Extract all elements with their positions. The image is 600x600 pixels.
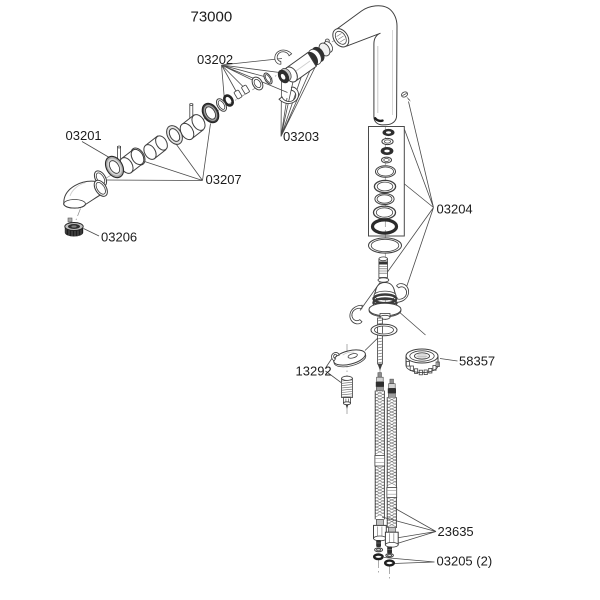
washer	[216, 98, 227, 112]
seal-chain	[93, 72, 273, 187]
supply-hose-right	[384, 378, 399, 548]
aerator-mousseur	[64, 217, 84, 237]
seat-ring	[201, 102, 220, 124]
retaining-clip	[349, 304, 363, 325]
centerlines	[75, 39, 390, 579]
sleeve-with-pin	[179, 103, 206, 141]
part-label-03205: 03205 (2)	[437, 554, 493, 569]
leader-lines	[81, 47, 458, 564]
part-label-03203: 03203	[283, 129, 319, 144]
hose-end-fittings	[372, 540, 396, 567]
spout-pipe	[334, 5, 398, 126]
part-label-03204: 03204	[437, 202, 473, 217]
model-number: 73000	[191, 9, 233, 26]
sleeve	[143, 135, 168, 160]
braided-hose	[387, 397, 397, 528]
ring-seal	[166, 125, 183, 145]
diverter-assembly	[277, 38, 333, 84]
bushing	[233, 89, 243, 100]
oring-stack-box	[368, 126, 405, 254]
part-labels: 73000 03202 03201 03203 03207 03206 0320…	[66, 9, 496, 569]
cartridge-stem	[377, 256, 390, 283]
part-label-13292: 13292	[296, 364, 332, 379]
bushing	[241, 84, 250, 95]
part-label-03202: 03202	[197, 52, 233, 67]
spout-inlet-opening	[332, 28, 350, 48]
oring-stack	[370, 128, 399, 235]
part-label-03201: 03201	[66, 128, 102, 143]
mounting-nut	[405, 348, 440, 376]
spout-assembly	[332, 5, 411, 126]
retaining-clip	[395, 283, 410, 303]
escutcheon-threaded-tube	[341, 375, 353, 409]
base-o-ring	[370, 323, 398, 337]
cartridge	[368, 281, 402, 320]
retaining-clip	[278, 86, 299, 104]
part-label-58357: 58357	[459, 354, 495, 369]
part-label-03207: 03207	[206, 172, 242, 187]
large-o-ring	[368, 237, 402, 254]
bearing-ring	[104, 155, 125, 179]
braided-hose	[375, 390, 385, 518]
retaining-clip	[274, 49, 293, 65]
part-label-03206: 03206	[101, 230, 137, 245]
escutcheon-plate	[331, 349, 367, 368]
part-label-23635: 23635	[438, 524, 474, 539]
ring-seal	[251, 76, 264, 91]
o-ring	[223, 94, 234, 107]
diverter-o-ring	[277, 69, 290, 84]
washer	[263, 72, 273, 85]
spray-head	[63, 179, 108, 209]
set-screw	[401, 91, 411, 102]
supply-hose-left	[373, 372, 387, 542]
